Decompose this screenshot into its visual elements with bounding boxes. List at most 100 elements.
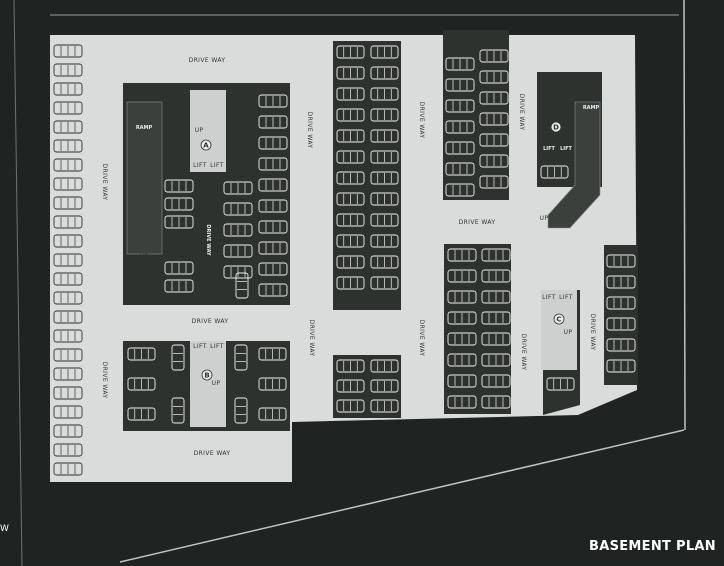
- parking-bay: [370, 234, 399, 248]
- parking-bay: [370, 192, 399, 206]
- edge-mark: W: [0, 524, 9, 534]
- parking-bay: [336, 171, 365, 185]
- parking-bay: [336, 213, 365, 227]
- parking-bay: [481, 353, 511, 367]
- parking-bay: [370, 359, 399, 373]
- parking-bay: [258, 347, 287, 361]
- up-label: UP: [540, 215, 549, 222]
- parking-bay: [53, 443, 83, 457]
- lift-label: LIFT: [193, 343, 207, 350]
- parking-bay: [258, 178, 288, 192]
- parking-bay: [164, 179, 194, 193]
- parking-bay: [370, 255, 399, 269]
- parking-bay: [606, 275, 636, 289]
- driveway-label: DRIVE WAY: [192, 318, 229, 325]
- parking-bay: [447, 269, 477, 283]
- parking-bay: [336, 276, 365, 290]
- parking-bay: [447, 332, 477, 346]
- parking-bay: [447, 311, 477, 325]
- parking-bay: [370, 45, 399, 59]
- parking-bay: [164, 261, 194, 275]
- core-marker: [550, 121, 562, 133]
- parking-bay: [479, 112, 509, 126]
- driveway-label: DRIVE WAY: [308, 320, 315, 357]
- frame-bottom-line: [119, 429, 685, 563]
- parking-bay: [606, 296, 636, 310]
- parking-bay: [336, 359, 365, 373]
- lift-label: LIFT: [560, 146, 572, 152]
- parking-bay: [53, 367, 83, 381]
- parking-block-south-centre: [333, 355, 401, 418]
- parking-bay: [223, 181, 253, 195]
- parking-bay: [53, 63, 83, 77]
- core-letter: A: [203, 142, 209, 150]
- parking-bay: [53, 405, 83, 419]
- parking-bay: [445, 183, 475, 197]
- parking-bay: [127, 377, 156, 391]
- driveway-label: DRIVE WAY: [101, 164, 108, 201]
- core-b: [190, 341, 226, 427]
- parking-bay: [336, 45, 365, 59]
- driveway-label: DRIVE WAY: [418, 102, 425, 139]
- parking-bay: [53, 82, 83, 96]
- core-marker: [553, 313, 565, 325]
- up-label: UP: [564, 329, 573, 336]
- plan-title: BASEMENT PLAN: [589, 539, 716, 554]
- parking-bay: [370, 108, 399, 122]
- parking-bay: [606, 359, 636, 373]
- parking-bay: [546, 377, 575, 391]
- parking-bay: [481, 395, 511, 409]
- parking-bay: [258, 283, 288, 297]
- parking-bay: [336, 399, 365, 413]
- parking-bay: [258, 241, 288, 255]
- parking-bay: [370, 213, 399, 227]
- parking-bay: [336, 150, 365, 164]
- parking-bay: [336, 108, 365, 122]
- parking-bay: [606, 317, 636, 331]
- parking-bay: [481, 248, 511, 262]
- driveway-label: DRIVE WAY: [520, 334, 527, 371]
- parking-bay: [164, 197, 194, 211]
- up-label: UP: [212, 380, 221, 387]
- ramp-label: RAMP: [583, 105, 600, 111]
- parking-bay: [370, 66, 399, 80]
- parking-bay: [53, 462, 83, 476]
- up-label: UP: [195, 127, 204, 134]
- driveway-label: DRIVE WAY: [101, 362, 108, 399]
- parking-bay: [479, 175, 509, 189]
- parking-bay: [53, 234, 83, 248]
- parking-bay: [336, 192, 365, 206]
- lift-label: LIFT: [559, 294, 573, 301]
- driveway-label: DRIVE WAY: [459, 219, 496, 226]
- parking-bay: [53, 158, 83, 172]
- parking-bay: [336, 255, 365, 269]
- parking-bay: [258, 262, 288, 276]
- parking-bay: [258, 94, 288, 108]
- core-letter: B: [204, 372, 209, 380]
- parking-bay: [447, 248, 477, 262]
- parking-bay: [370, 87, 399, 101]
- parking-bay: [258, 220, 288, 234]
- parking-bay: [53, 196, 83, 210]
- parking-bay: [481, 332, 511, 346]
- driveway-label: DRIVE WAY: [589, 314, 596, 351]
- lift-label: LIFT: [210, 162, 224, 169]
- parking-block-centre: [333, 41, 401, 310]
- lift-label: LIFT: [193, 162, 207, 169]
- parking-bay: [481, 269, 511, 283]
- up-label: UP: [140, 253, 149, 260]
- driveway-label: DRIVE WAY: [306, 112, 313, 149]
- parking-bay: [53, 310, 83, 324]
- parking-bay: [53, 139, 83, 153]
- core-a: [190, 90, 226, 172]
- core-marker: [200, 139, 212, 151]
- core-marker: [201, 369, 213, 381]
- parking-bay: [370, 129, 399, 143]
- parking-bay: [53, 253, 83, 267]
- ramp-label: RAMP: [136, 125, 153, 131]
- driveway-label: DRIVE WAY: [189, 57, 226, 64]
- parking-bay: [479, 133, 509, 147]
- parking-bay: [445, 57, 475, 71]
